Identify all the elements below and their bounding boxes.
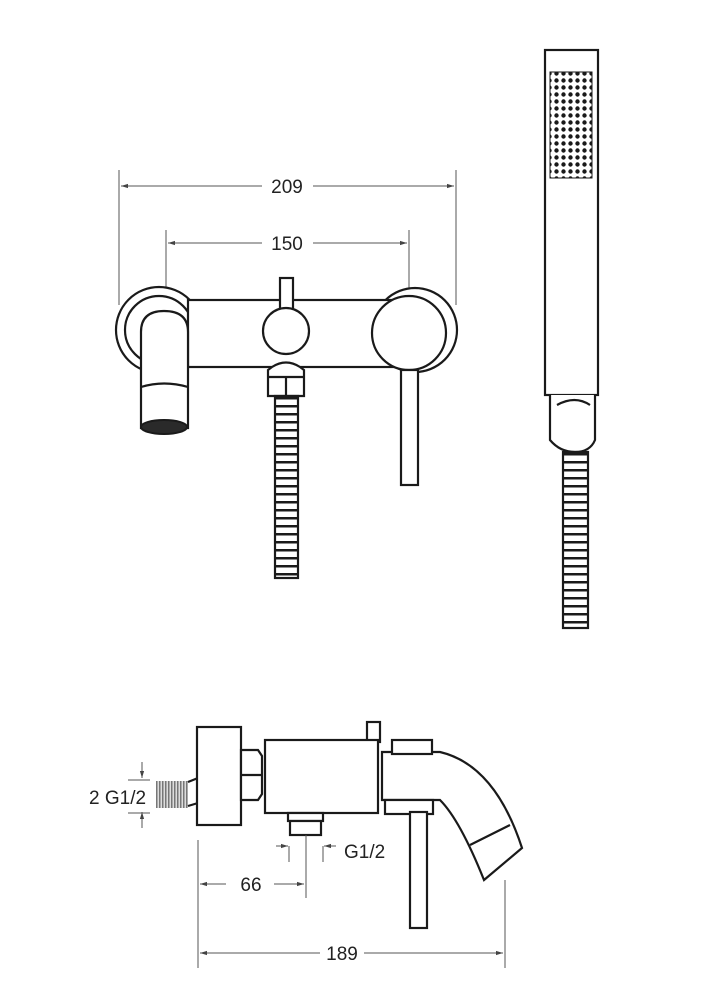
outlet-thread-label: G1/2 xyxy=(344,842,385,863)
side-view: 2 G1/2 G1/2 66 189 xyxy=(89,720,524,968)
hand-shower-view xyxy=(543,48,600,630)
dimension-189: 189 xyxy=(326,944,358,965)
dimension-150: 150 xyxy=(271,234,303,255)
inlet-thread-label: 2 G1/2 xyxy=(89,788,146,809)
dimension-209: 209 xyxy=(271,177,303,198)
front-view: 209 150 xyxy=(114,170,459,580)
dimension-66: 66 xyxy=(240,875,261,896)
